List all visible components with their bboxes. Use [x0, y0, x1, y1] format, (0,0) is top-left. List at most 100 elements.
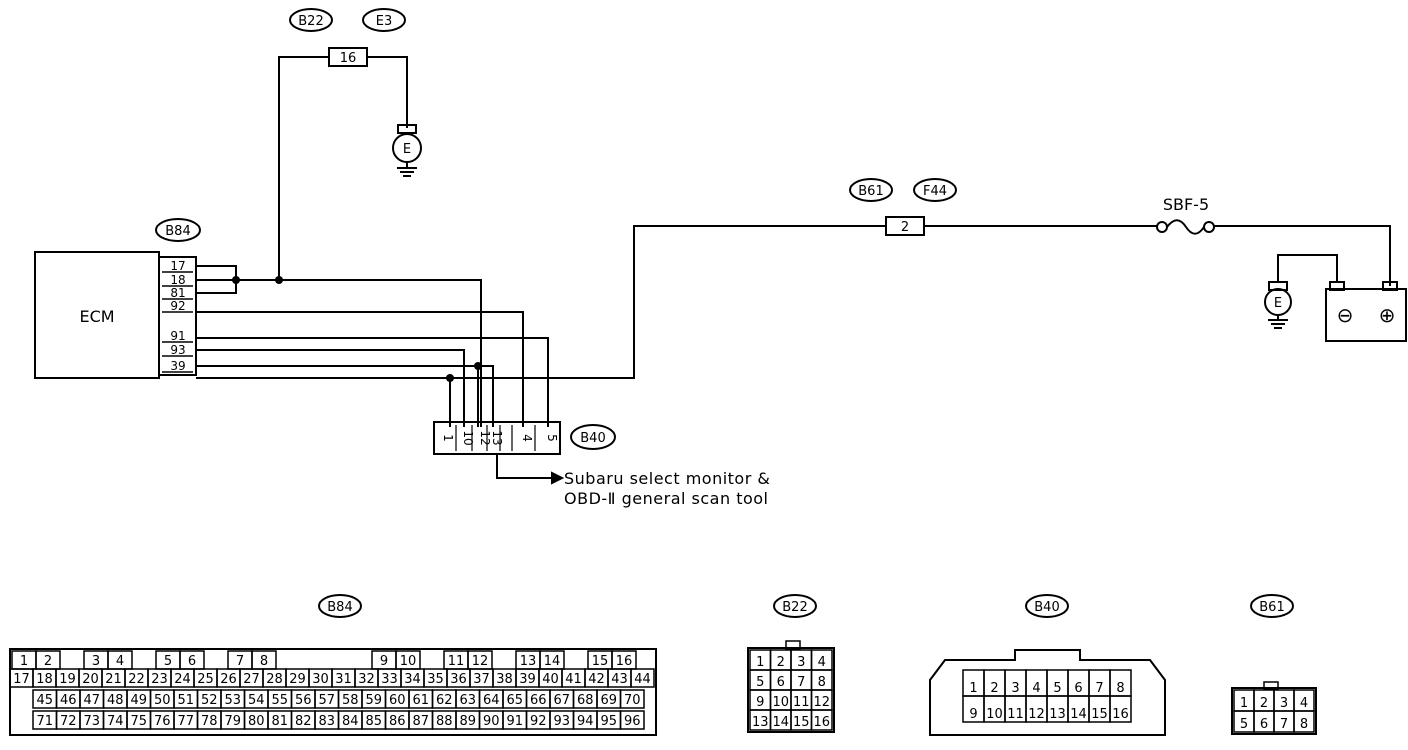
fuse-label: SBF-5: [1163, 195, 1209, 214]
b84-row4-pin-86: 86: [389, 714, 406, 729]
b84-row4-pin-84: 84: [342, 714, 359, 729]
b61-label: B61: [858, 184, 883, 199]
b84-row1-pin-6: 6: [188, 654, 196, 669]
b40-pin-5: 5: [545, 434, 559, 442]
b22-pin-9: 9: [756, 695, 764, 710]
oval-view-b84: [318, 594, 362, 618]
b84-row2-pin-36: 36: [450, 672, 467, 687]
b40-pin-11: 11: [1007, 707, 1024, 722]
view-b84-label: B84: [327, 600, 352, 615]
oval-b22: [289, 8, 333, 32]
oval-view-b61: [1250, 594, 1294, 618]
b84-row2-pin-21: 21: [105, 672, 122, 687]
b84-row3-pin-60: 60: [389, 693, 406, 708]
b40-pin-10: 10: [986, 707, 1003, 722]
ecm-wires: [196, 225, 886, 427]
b40-pin-12: 12: [1028, 707, 1045, 722]
b22-pin-8: 8: [818, 675, 826, 690]
b40-pin-4: 4: [1032, 681, 1040, 696]
b40-label: B40: [580, 431, 605, 446]
b22-pin-3: 3: [797, 655, 805, 670]
scan-tool-arrow-line: [496, 454, 552, 479]
b22-pin-7: 7: [797, 675, 805, 690]
b84-row2-pin-26: 26: [220, 672, 237, 687]
b84-row4-pin-89: 89: [459, 714, 476, 729]
ecm-pin-18: 18: [170, 273, 185, 287]
b61-pin-4: 4: [1300, 696, 1308, 711]
b22-pin-2: 2: [777, 655, 785, 670]
b84-row2-pin-38: 38: [496, 672, 513, 687]
fuse-link: [1166, 219, 1205, 235]
b61-cell: [1293, 710, 1315, 733]
b84-row2-pin-42: 42: [588, 672, 605, 687]
b84-row3-pin-65: 65: [506, 693, 523, 708]
b84-row3-pin-45: 45: [36, 693, 53, 708]
b84-row4-pin-82: 82: [295, 714, 312, 729]
b84-row2-pin-33: 33: [381, 672, 398, 687]
ground-symbol: [397, 162, 417, 177]
b22-pin-5: 5: [756, 675, 764, 690]
b84-row1-pin-12: 12: [472, 654, 489, 669]
b84-row4-pin-78: 78: [201, 714, 218, 729]
b61-pin-label: 2: [901, 220, 909, 235]
battery-ground-symbol: [1268, 315, 1288, 329]
b22-pin-1: 1: [756, 655, 764, 670]
b84-row3-cell: [619, 689, 645, 709]
b84-row4-cell: [619, 710, 645, 730]
b84-row2-pin-35: 35: [427, 672, 444, 687]
b84-row3-pin-48: 48: [107, 693, 124, 708]
view-b61-label: B61: [1259, 600, 1284, 615]
b40-pin-4: 4: [520, 434, 534, 442]
b22-pin-16: 16: [813, 715, 830, 730]
b61-view-key: [1263, 681, 1279, 690]
b84-row4-pin-91: 91: [506, 714, 523, 729]
view-b40-label: B40: [1034, 600, 1059, 615]
b84-row4-pin-71: 71: [36, 714, 53, 729]
b84-row3-pin-62: 62: [436, 693, 453, 708]
b84-row2-pin-19: 19: [59, 672, 76, 687]
b84-row2-pin-25: 25: [197, 672, 214, 687]
b84-row4-pin-92: 92: [530, 714, 547, 729]
b84-row3-pin-56: 56: [295, 693, 312, 708]
fuse-left-terminal: [1156, 221, 1168, 233]
b84-row4-pin-80: 80: [248, 714, 265, 729]
b22-e3-connector: [328, 47, 368, 67]
b40-pin-16: 16: [1112, 707, 1129, 722]
b84-row3-pin-70: 70: [624, 693, 641, 708]
oval-view-b22: [773, 594, 817, 618]
b84-row2-pin-28: 28: [266, 672, 283, 687]
b84-row2-pin-40: 40: [542, 672, 559, 687]
b84-row4-pin-85: 85: [365, 714, 382, 729]
fuse-right-terminal: [1203, 221, 1215, 233]
b22-pin-15: 15: [793, 715, 810, 730]
b84-row2-pin-32: 32: [358, 672, 375, 687]
b84-row1-pin-9: 9: [380, 654, 388, 669]
ecm-pin-91: 91: [170, 329, 185, 343]
b84-row3-pin-58: 58: [342, 693, 359, 708]
b84-row4-pin-75: 75: [130, 714, 147, 729]
b84-row2-pin-39: 39: [519, 672, 536, 687]
b84-row3-pin-67: 67: [553, 693, 570, 708]
b84-row1-pin-16: 16: [616, 654, 633, 669]
b84-row2-cell: [630, 668, 655, 688]
b84-row4-pin-77: 77: [177, 714, 194, 729]
oval-e3: [362, 8, 406, 32]
b61-pin-1: 1: [1240, 696, 1248, 711]
b84-row1-pin-5: 5: [164, 654, 172, 669]
b40-pin-3: 3: [1011, 681, 1019, 696]
ecm-pin-92: 92: [170, 299, 185, 313]
b40-pin-13: 13: [1049, 707, 1066, 722]
ground-e-label: E: [403, 142, 411, 157]
b84-row3-pin-51: 51: [177, 693, 194, 708]
b84-row3-pin-59: 59: [365, 693, 382, 708]
b40-pin-12: 12: [478, 430, 492, 445]
b84-row4-pin-93: 93: [553, 714, 570, 729]
ground-wire: [278, 56, 329, 280]
b84-row1-pin-13: 13: [520, 654, 537, 669]
b22-cell: [810, 709, 833, 731]
b84-row4-pin-96: 96: [624, 714, 641, 729]
